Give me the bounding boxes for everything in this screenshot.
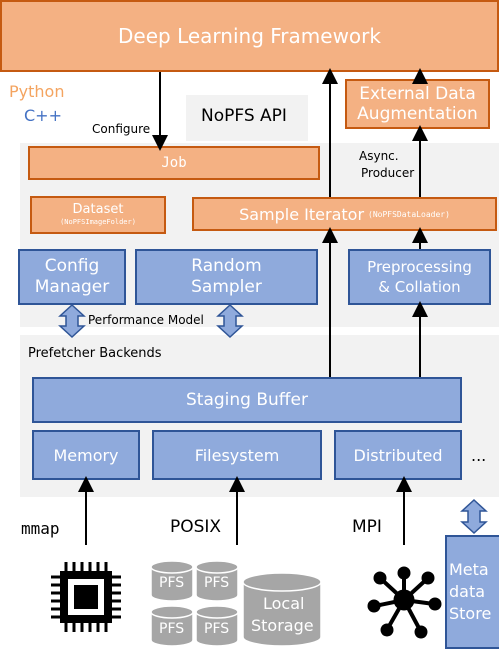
ellipsis-label: ... bbox=[471, 446, 487, 465]
cpu-chip-icon bbox=[51, 562, 121, 632]
double-arrow-metadata bbox=[460, 498, 488, 535]
preprocessing-box: Preprocessing & Collation bbox=[348, 249, 491, 305]
config-manager-line2: Manager bbox=[34, 277, 110, 297]
deep-learning-framework: Deep Learning Framework bbox=[0, 0, 499, 72]
posix-label: POSIX bbox=[170, 517, 222, 537]
filesystem-box: Filesystem bbox=[152, 430, 322, 480]
preprocessing-line2: & Collation bbox=[378, 278, 461, 296]
pfs-label-4: PFS bbox=[204, 621, 230, 637]
metadata-store-box: Meta data Store bbox=[445, 535, 499, 649]
sample-iterator-label: Sample Iterator bbox=[239, 204, 365, 224]
cpp-label: C++ bbox=[24, 106, 62, 125]
async-label-line2: Producer bbox=[361, 166, 415, 180]
sample-iterator-box: Sample Iterator (NoPFSDataLoader) bbox=[192, 197, 497, 231]
mpi-label: MPI bbox=[352, 517, 382, 537]
network-icon bbox=[367, 566, 442, 639]
prefetcher-backends-label: Prefetcher Backends bbox=[28, 346, 162, 361]
config-manager-box: Config Manager bbox=[18, 249, 126, 305]
distributed-label: Distributed bbox=[353, 445, 443, 465]
pfs-label-2: PFS bbox=[204, 575, 230, 591]
meta-line1: Meta bbox=[449, 560, 489, 579]
memory-label: Memory bbox=[53, 445, 119, 465]
external-aug-line1: External Data bbox=[359, 84, 476, 104]
performance-model-label: Performance Model bbox=[88, 313, 204, 327]
preprocessing-line1: Preprocessing bbox=[367, 258, 472, 276]
memory-box: Memory bbox=[32, 430, 140, 480]
meta-line3: Store bbox=[449, 604, 492, 623]
job-label: Job bbox=[161, 155, 187, 171]
local-storage-line1: Local bbox=[263, 594, 305, 613]
double-arrow-right bbox=[216, 303, 244, 339]
dataset-box: Dataset (NoPFSImageFolder) bbox=[30, 196, 166, 234]
dataset-sub-label: (NoPFSImageFolder) bbox=[60, 218, 136, 226]
dataset-label: Dataset bbox=[72, 202, 124, 217]
staging-buffer-box: Staging Buffer bbox=[32, 377, 462, 423]
job-box: Job bbox=[28, 146, 320, 180]
staging-buffer-label: Staging Buffer bbox=[186, 390, 308, 410]
random-sampler-line2: Sampler bbox=[191, 277, 262, 297]
meta-line2: data bbox=[449, 582, 486, 601]
framework-label: Deep Learning Framework bbox=[118, 24, 381, 48]
local-storage-line2: Storage bbox=[251, 616, 314, 635]
random-sampler-line1: Random bbox=[191, 256, 262, 276]
pfs-label-3: PFS bbox=[159, 621, 185, 637]
pfs-label-1: PFS bbox=[159, 575, 185, 591]
filesystem-label: Filesystem bbox=[194, 445, 280, 465]
python-label: Python bbox=[9, 82, 65, 101]
async-label-line1: Async. bbox=[359, 149, 399, 163]
nopfs-api-label: NoPFS API bbox=[201, 106, 287, 126]
sample-iterator-sub-label: (NoPFSDataLoader) bbox=[368, 209, 450, 219]
double-arrow-left bbox=[58, 303, 86, 339]
mmap-label: mmap bbox=[21, 519, 60, 538]
config-manager-line1: Config bbox=[44, 256, 100, 276]
external-aug-line2: Augmentation bbox=[357, 104, 478, 124]
pfs-cylinders bbox=[150, 560, 322, 647]
random-sampler-box: Random Sampler bbox=[135, 249, 318, 305]
api-label-bg bbox=[186, 95, 308, 141]
configure-label: Configure bbox=[92, 122, 151, 136]
